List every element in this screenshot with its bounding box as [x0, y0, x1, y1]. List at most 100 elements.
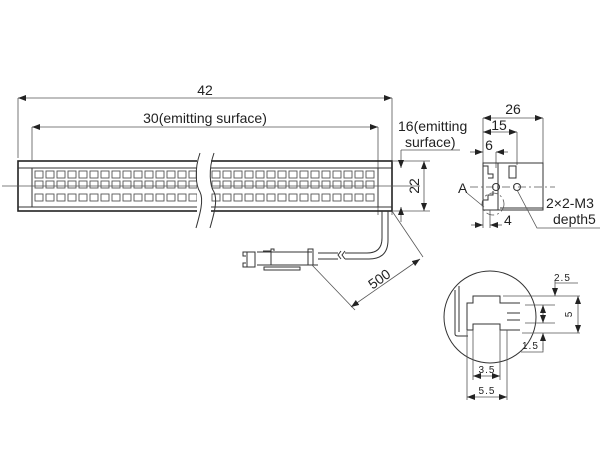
- led-square: [78, 180, 88, 189]
- dim-overall-length: 42: [197, 82, 213, 98]
- detail-slot-bottom: [467, 323, 507, 331]
- connector-clip: [263, 266, 301, 271]
- hole-spec-1: 2×2-M3: [546, 195, 594, 211]
- led-square: [122, 180, 132, 189]
- led-square: [244, 193, 254, 202]
- detail-circle: [443, 270, 537, 364]
- led-square: [321, 193, 331, 202]
- led-square: [78, 170, 88, 179]
- led-square: [332, 180, 342, 189]
- led-square: [222, 193, 232, 202]
- break-mark-left: [195, 152, 203, 229]
- led-square: [310, 170, 320, 179]
- led-square: [45, 193, 55, 202]
- front-view: 42 30(emitting surface) 22 16(emitting s…: [2, 82, 467, 311]
- leader-a: [466, 192, 485, 208]
- led-square: [299, 193, 309, 202]
- led-square: [244, 180, 254, 189]
- led-square: [354, 180, 364, 189]
- led-square: [56, 180, 66, 189]
- break-mark-right: [209, 152, 217, 229]
- led-square: [100, 193, 110, 202]
- led-square: [310, 193, 320, 202]
- led-square: [277, 180, 287, 189]
- led-square: [321, 170, 331, 179]
- led-square: [100, 170, 110, 179]
- dim-neck-width: 3.5: [479, 365, 496, 376]
- connector-flange: [307, 248, 314, 266]
- detail-slot-top: [466, 295, 507, 330]
- led-square: [310, 180, 320, 189]
- led-square: [78, 193, 88, 202]
- led-square: [321, 180, 331, 189]
- leader-hole-spec: [516, 189, 600, 229]
- led-square: [266, 193, 276, 202]
- led-square: [144, 193, 154, 202]
- led-square: [299, 170, 309, 179]
- led-square: [133, 170, 143, 179]
- led-square: [177, 193, 187, 202]
- led-square: [34, 170, 44, 179]
- led-square: [177, 180, 187, 189]
- led-square: [111, 193, 121, 202]
- side-slot-bottom: [483, 191, 494, 201]
- led-square: [67, 180, 77, 189]
- dim-side-width: 26: [505, 101, 521, 117]
- hole-spec-2: depth5: [553, 211, 596, 227]
- led-square: [133, 180, 143, 189]
- led-square: [56, 170, 66, 179]
- dim-line-500: [350, 258, 421, 308]
- cable-break: [337, 250, 346, 260]
- led-square: [299, 180, 309, 189]
- led-square: [188, 180, 198, 189]
- leader-15: [521, 343, 544, 353]
- led-square: [34, 193, 44, 202]
- dim-lip: 1.5: [522, 341, 539, 352]
- dim-slot-depth: 2.5: [554, 273, 571, 284]
- led-square: [277, 193, 287, 202]
- cable-outer: [345, 211, 383, 254]
- connector-body: [254, 248, 275, 265]
- led-square: [67, 193, 77, 202]
- led-square: [255, 180, 265, 189]
- led-square: [222, 170, 232, 179]
- led-square: [111, 170, 121, 179]
- led-square: [343, 193, 353, 202]
- led-square: [45, 170, 55, 179]
- led-square: [343, 180, 353, 189]
- dim-hole-offset: 15: [491, 117, 507, 133]
- led-square: [89, 170, 99, 179]
- led-square: [188, 193, 198, 202]
- led-square: [332, 170, 342, 179]
- led-square: [211, 170, 221, 179]
- side-slot-top: [483, 165, 494, 179]
- led-square: [266, 170, 276, 179]
- led-square: [89, 193, 99, 202]
- led-square: [266, 180, 276, 189]
- side-body: [482, 162, 544, 211]
- led-square: [122, 170, 132, 179]
- dim-emitting-width-2: surface): [405, 134, 456, 150]
- led-square: [288, 170, 298, 179]
- led-square: [177, 170, 187, 179]
- dim-slot-height: 5: [564, 311, 575, 318]
- dim-emitting-width-1: 16(emitting: [398, 118, 467, 134]
- led-square: [122, 193, 132, 202]
- connector: [242, 248, 318, 271]
- led-square: [222, 180, 232, 189]
- led-square: [365, 170, 375, 179]
- dim-slot-offset: 6: [485, 137, 493, 153]
- connector-housing: [246, 251, 256, 268]
- led-square: [67, 170, 77, 179]
- led-square: [365, 180, 375, 189]
- detail-label-a: A: [458, 180, 468, 196]
- side-view: 26 15 6 A 4 2×2-M3 depth5: [458, 101, 600, 229]
- side-notch: [508, 165, 517, 179]
- detail-circle-a: [481, 192, 505, 216]
- led-square: [365, 193, 375, 202]
- led-square: [155, 193, 165, 202]
- led-square: [34, 180, 44, 189]
- break-gap: [197, 150, 211, 225]
- led-square: [288, 180, 298, 189]
